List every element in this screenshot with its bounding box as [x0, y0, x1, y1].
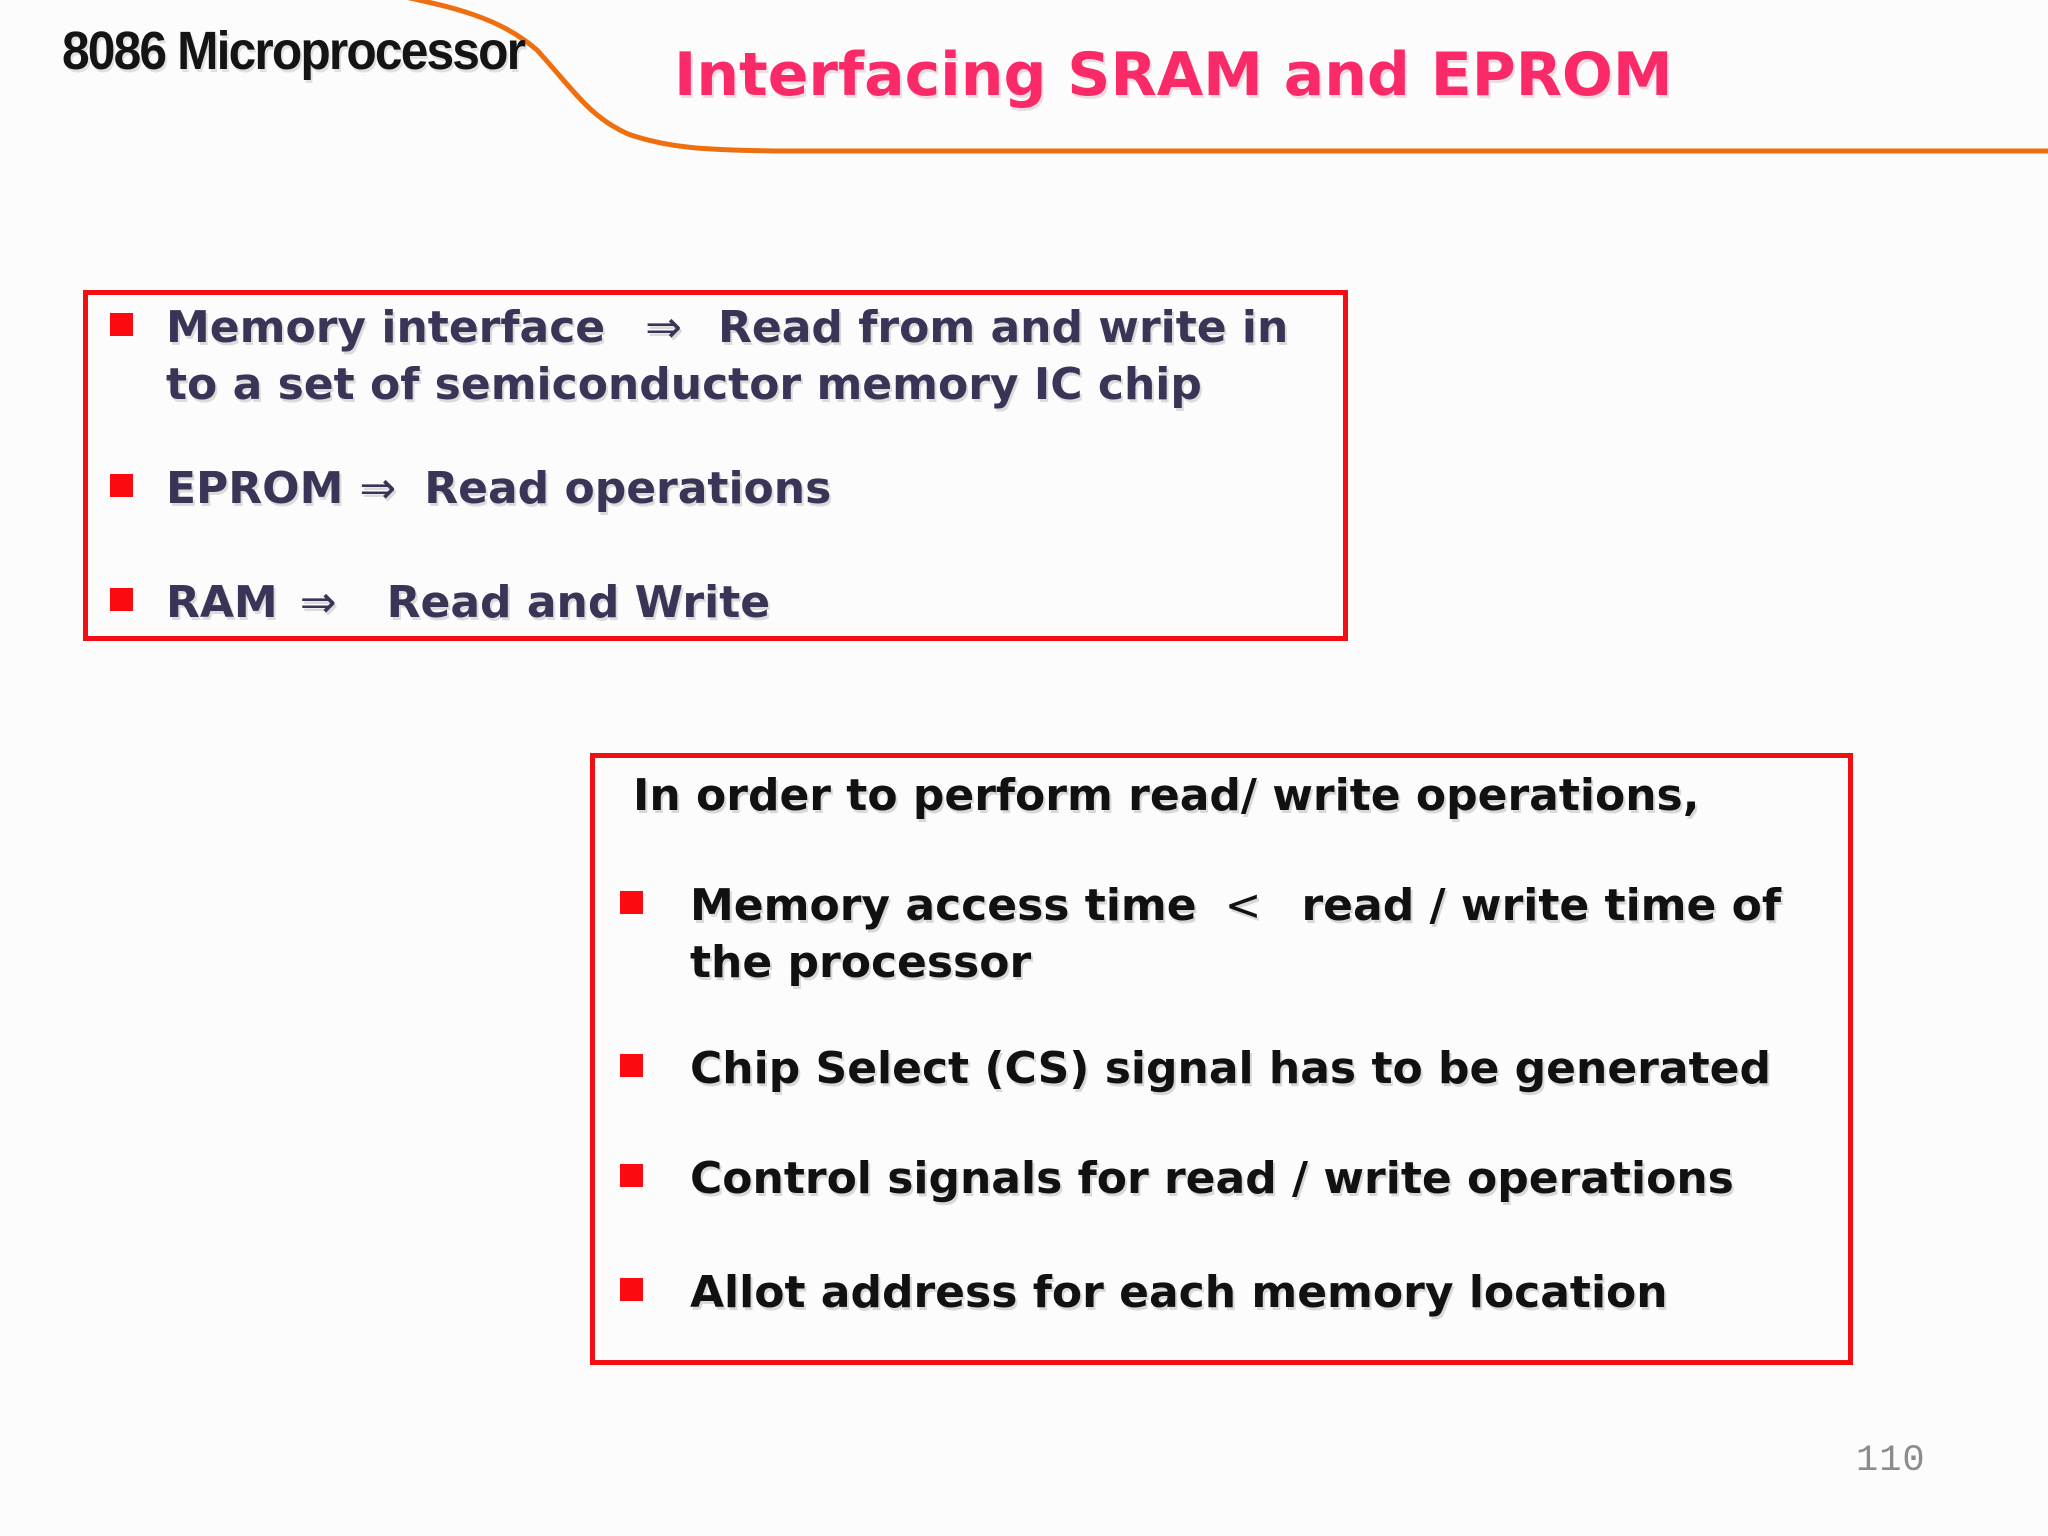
item-line2-text: the processor: [690, 937, 1032, 988]
bullet-square-icon: [620, 1054, 643, 1077]
list-item-text: Control signals for read / write operati…: [690, 1153, 1734, 1204]
item-pre-text: EPROM: [166, 463, 344, 514]
item-pre-text: Memory access time: [690, 880, 1197, 931]
list-item-allot-address: Allot address for each memory location: [620, 1264, 1668, 1321]
list-item-text: RAM ⇒ Read and Write: [166, 574, 770, 631]
item-post-text: Read from and write in: [718, 302, 1289, 353]
read-write-requirements-box: In order to perform read/ write operatio…: [590, 753, 1853, 1365]
page-title: Interfacing SRAM and EPROM: [674, 40, 1673, 110]
box-intro-text: In order to perform read/ write operatio…: [633, 770, 1700, 821]
implies-arrow-icon: ⇒: [645, 302, 683, 353]
bullet-square-icon: [620, 1164, 643, 1187]
list-item-memory-interface: Memory interface⇒Read from and write in …: [110, 299, 1288, 413]
page-number: 110: [1856, 1440, 1926, 1482]
list-item-chip-select: Chip Select (CS) signal has to be genera…: [620, 1040, 1771, 1097]
implies-arrow-icon: ⇒: [299, 577, 337, 628]
bullet-square-icon: [110, 474, 133, 497]
item-pre-text: Memory interface: [166, 302, 606, 353]
list-item-text: Memory access time<read / write time of …: [690, 877, 1781, 991]
less-than-symbol: <: [1224, 880, 1262, 931]
item-post-text: read / write time of: [1301, 880, 1782, 931]
list-item-text: Memory interface⇒Read from and write in …: [166, 299, 1288, 413]
list-item-control-signals: Control signals for read / write operati…: [620, 1150, 1734, 1207]
memory-interface-box: Memory interface⇒Read from and write in …: [83, 290, 1348, 641]
item-post-text: Read and Write: [386, 577, 771, 628]
list-item-access-time: Memory access time<read / write time of …: [620, 877, 1781, 991]
item-line2-text: to a set of semiconductor memory IC chip: [166, 359, 1202, 410]
item-pre-text: RAM: [166, 577, 278, 628]
list-item-text: EPROM ⇒ Read operations: [166, 460, 831, 517]
list-item-eprom: EPROM ⇒ Read operations: [110, 460, 831, 517]
bullet-square-icon: [110, 313, 133, 336]
bullet-square-icon: [620, 1278, 643, 1301]
list-item-text: Allot address for each memory location: [690, 1267, 1668, 1318]
implies-arrow-icon: ⇒: [359, 463, 397, 514]
list-item-ram: RAM ⇒ Read and Write: [110, 574, 770, 631]
list-item-text: Chip Select (CS) signal has to be genera…: [690, 1043, 1771, 1094]
bullet-square-icon: [620, 891, 643, 914]
bullet-square-icon: [110, 588, 133, 611]
item-post-text: Read operations: [424, 463, 832, 514]
course-title: 8086 Microprocessor: [62, 21, 526, 81]
